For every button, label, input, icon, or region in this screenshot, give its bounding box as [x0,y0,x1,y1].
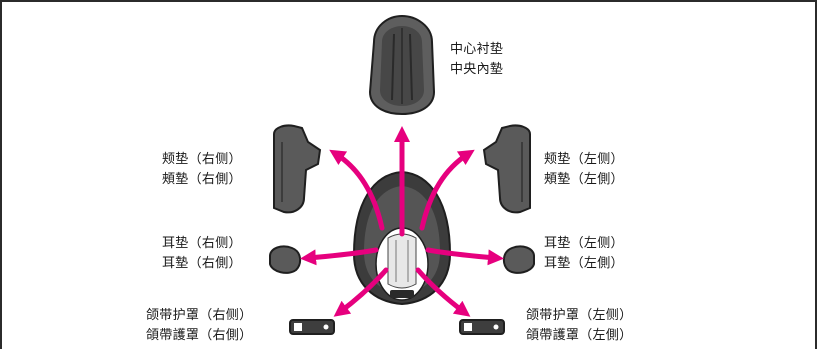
label-chin-strap-left: 颌带护罩（左侧） 頜帶護罩（左側） [526,306,632,346]
label-ear-pad-left-line2: 耳墊（左側） [544,256,624,271]
label-cheek-pad-right: 颊垫（右侧） 頰墊（右側） [162,150,242,190]
label-ear-pad-right-line1: 耳垫（右侧） [162,236,242,251]
label-chin-strap-left-line1: 颌带护罩（左侧） [526,308,633,323]
label-chin-strap-right: 颌带护罩（右侧） 頜帶護罩（右側） [146,306,252,346]
chin-strap-cover-right-image [289,319,335,335]
label-chin-strap-left-line2: 頜帶護罩（左側） [526,328,633,343]
label-cheek-pad-left-line1: 颊垫（左侧） [544,152,624,167]
ear-pad-left-image [502,245,535,274]
label-center-pad-line2: 中央內墊 [450,62,504,77]
arrow-cheek-left [419,149,475,231]
label-ear-pad-right-line2: 耳墊（右側） [162,256,242,271]
label-cheek-pad-right-line2: 頰墊（右側） [162,172,242,187]
label-ear-pad-right: 耳垫（右侧） 耳墊（右側） [162,234,242,274]
cheek-pad-right-image [273,124,322,214]
label-chin-strap-right-line1: 颌带护罩（右侧） [146,308,253,323]
chin-strap-cover-left-image [459,319,505,335]
ear-pad-right-image [269,245,302,274]
label-ear-pad-left: 耳垫（左侧） 耳墊（左側） [544,234,624,274]
arrow-chin-right [333,267,389,317]
arrow-ear-right [300,247,379,266]
arrow-chin-left [415,267,471,317]
label-ear-pad-left-line1: 耳垫（左侧） [544,236,624,251]
arrows [300,125,504,317]
label-cheek-pad-left: 颊垫（左侧） 頰墊（左側） [544,150,624,190]
center-pad-image [368,14,436,116]
label-cheek-pad-right-line1: 颊垫（右侧） [162,152,242,167]
label-center-pad-line1: 中心衬垫 [450,42,504,57]
arrow-ear-left [425,247,504,266]
cheek-pad-left-image [482,124,531,214]
label-cheek-pad-left-line2: 頰墊（左側） [544,172,624,187]
arrow-cheek-right [329,149,385,231]
helmet-shell [352,170,452,306]
label-chin-strap-right-line2: 頜帶護罩（右側） [146,328,253,343]
label-center-pad: 中心衬垫 中央內墊 [450,40,503,80]
